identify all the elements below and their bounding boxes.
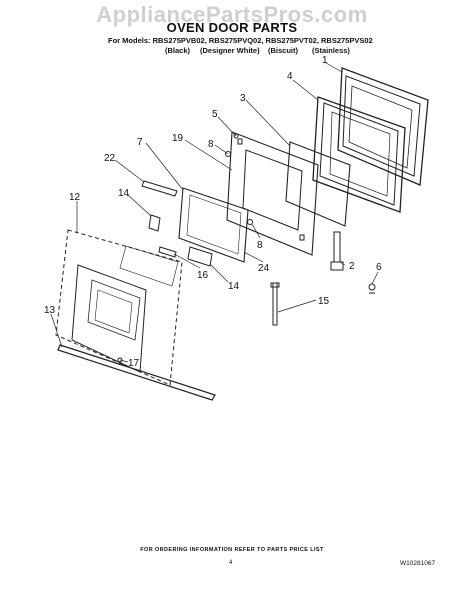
callout-3: 3	[240, 93, 246, 104]
color-designer-white: (Designer White)	[200, 46, 260, 55]
callout-24: 24	[258, 263, 270, 274]
callout-4: 4	[287, 71, 293, 82]
callout-17: 17	[128, 358, 140, 369]
callout-5: 5	[212, 109, 218, 120]
ordering-footer: FOR ORDERING INFORMATION REFER TO PARTS …	[140, 547, 324, 553]
part-screw	[117, 357, 123, 363]
callout-16: 16	[197, 270, 209, 281]
callout-13: 13	[44, 305, 56, 316]
color-stainless: (Stainless)	[312, 46, 350, 55]
page-number: 4	[229, 560, 233, 566]
part-glass-bracket-upper	[148, 214, 161, 232]
part-hinge-screw	[368, 283, 376, 294]
part-gasket	[312, 96, 406, 213]
part-bracket	[158, 246, 177, 258]
callout-labels: 1 4 3 5 8 19 7 22 14 12 8 24 2 6 16 14 1…	[44, 55, 382, 369]
watermark-text: AppliancePartsPros.com	[96, 2, 368, 27]
color-black: (Black)	[165, 46, 191, 55]
document-number: W10281067	[400, 560, 436, 567]
callout-6: 6	[376, 262, 382, 273]
callout-22: 22	[104, 153, 116, 164]
part-door-frame	[337, 67, 429, 186]
part-window-frame	[226, 131, 319, 256]
part-screw-8-upper	[225, 151, 231, 157]
callout-8: 8	[208, 139, 214, 150]
callout-14: 14	[118, 188, 130, 199]
part-screw-8-lower	[247, 219, 253, 225]
callout-1: 1	[322, 55, 328, 66]
part-hinge-pin	[270, 282, 280, 326]
callout-15: 15	[318, 296, 330, 307]
callout-7: 7	[137, 137, 143, 148]
callout-19: 19	[172, 133, 184, 144]
part-screw-5	[233, 133, 239, 139]
part-door-glass	[178, 187, 249, 263]
part-inner-glass	[285, 141, 351, 227]
part-vent-strip	[141, 180, 178, 197]
leader-lines	[50, 62, 379, 363]
callout-8-lower: 8	[257, 240, 263, 251]
callout-12: 12	[69, 192, 81, 203]
part-hinge	[330, 231, 344, 271]
callout-14-lower: 14	[228, 281, 240, 292]
part-door-handle	[57, 344, 216, 401]
models-line: For Models: RBS275PVB02, RBS275PVQ02, RB…	[108, 36, 373, 45]
part-glass-bracket-lower	[187, 246, 213, 267]
page-title: OVEN DOOR PARTS	[166, 20, 298, 35]
part-outer-door-window	[71, 245, 179, 373]
color-biscuit: (Biscuit)	[268, 46, 298, 55]
callout-2: 2	[349, 261, 355, 272]
